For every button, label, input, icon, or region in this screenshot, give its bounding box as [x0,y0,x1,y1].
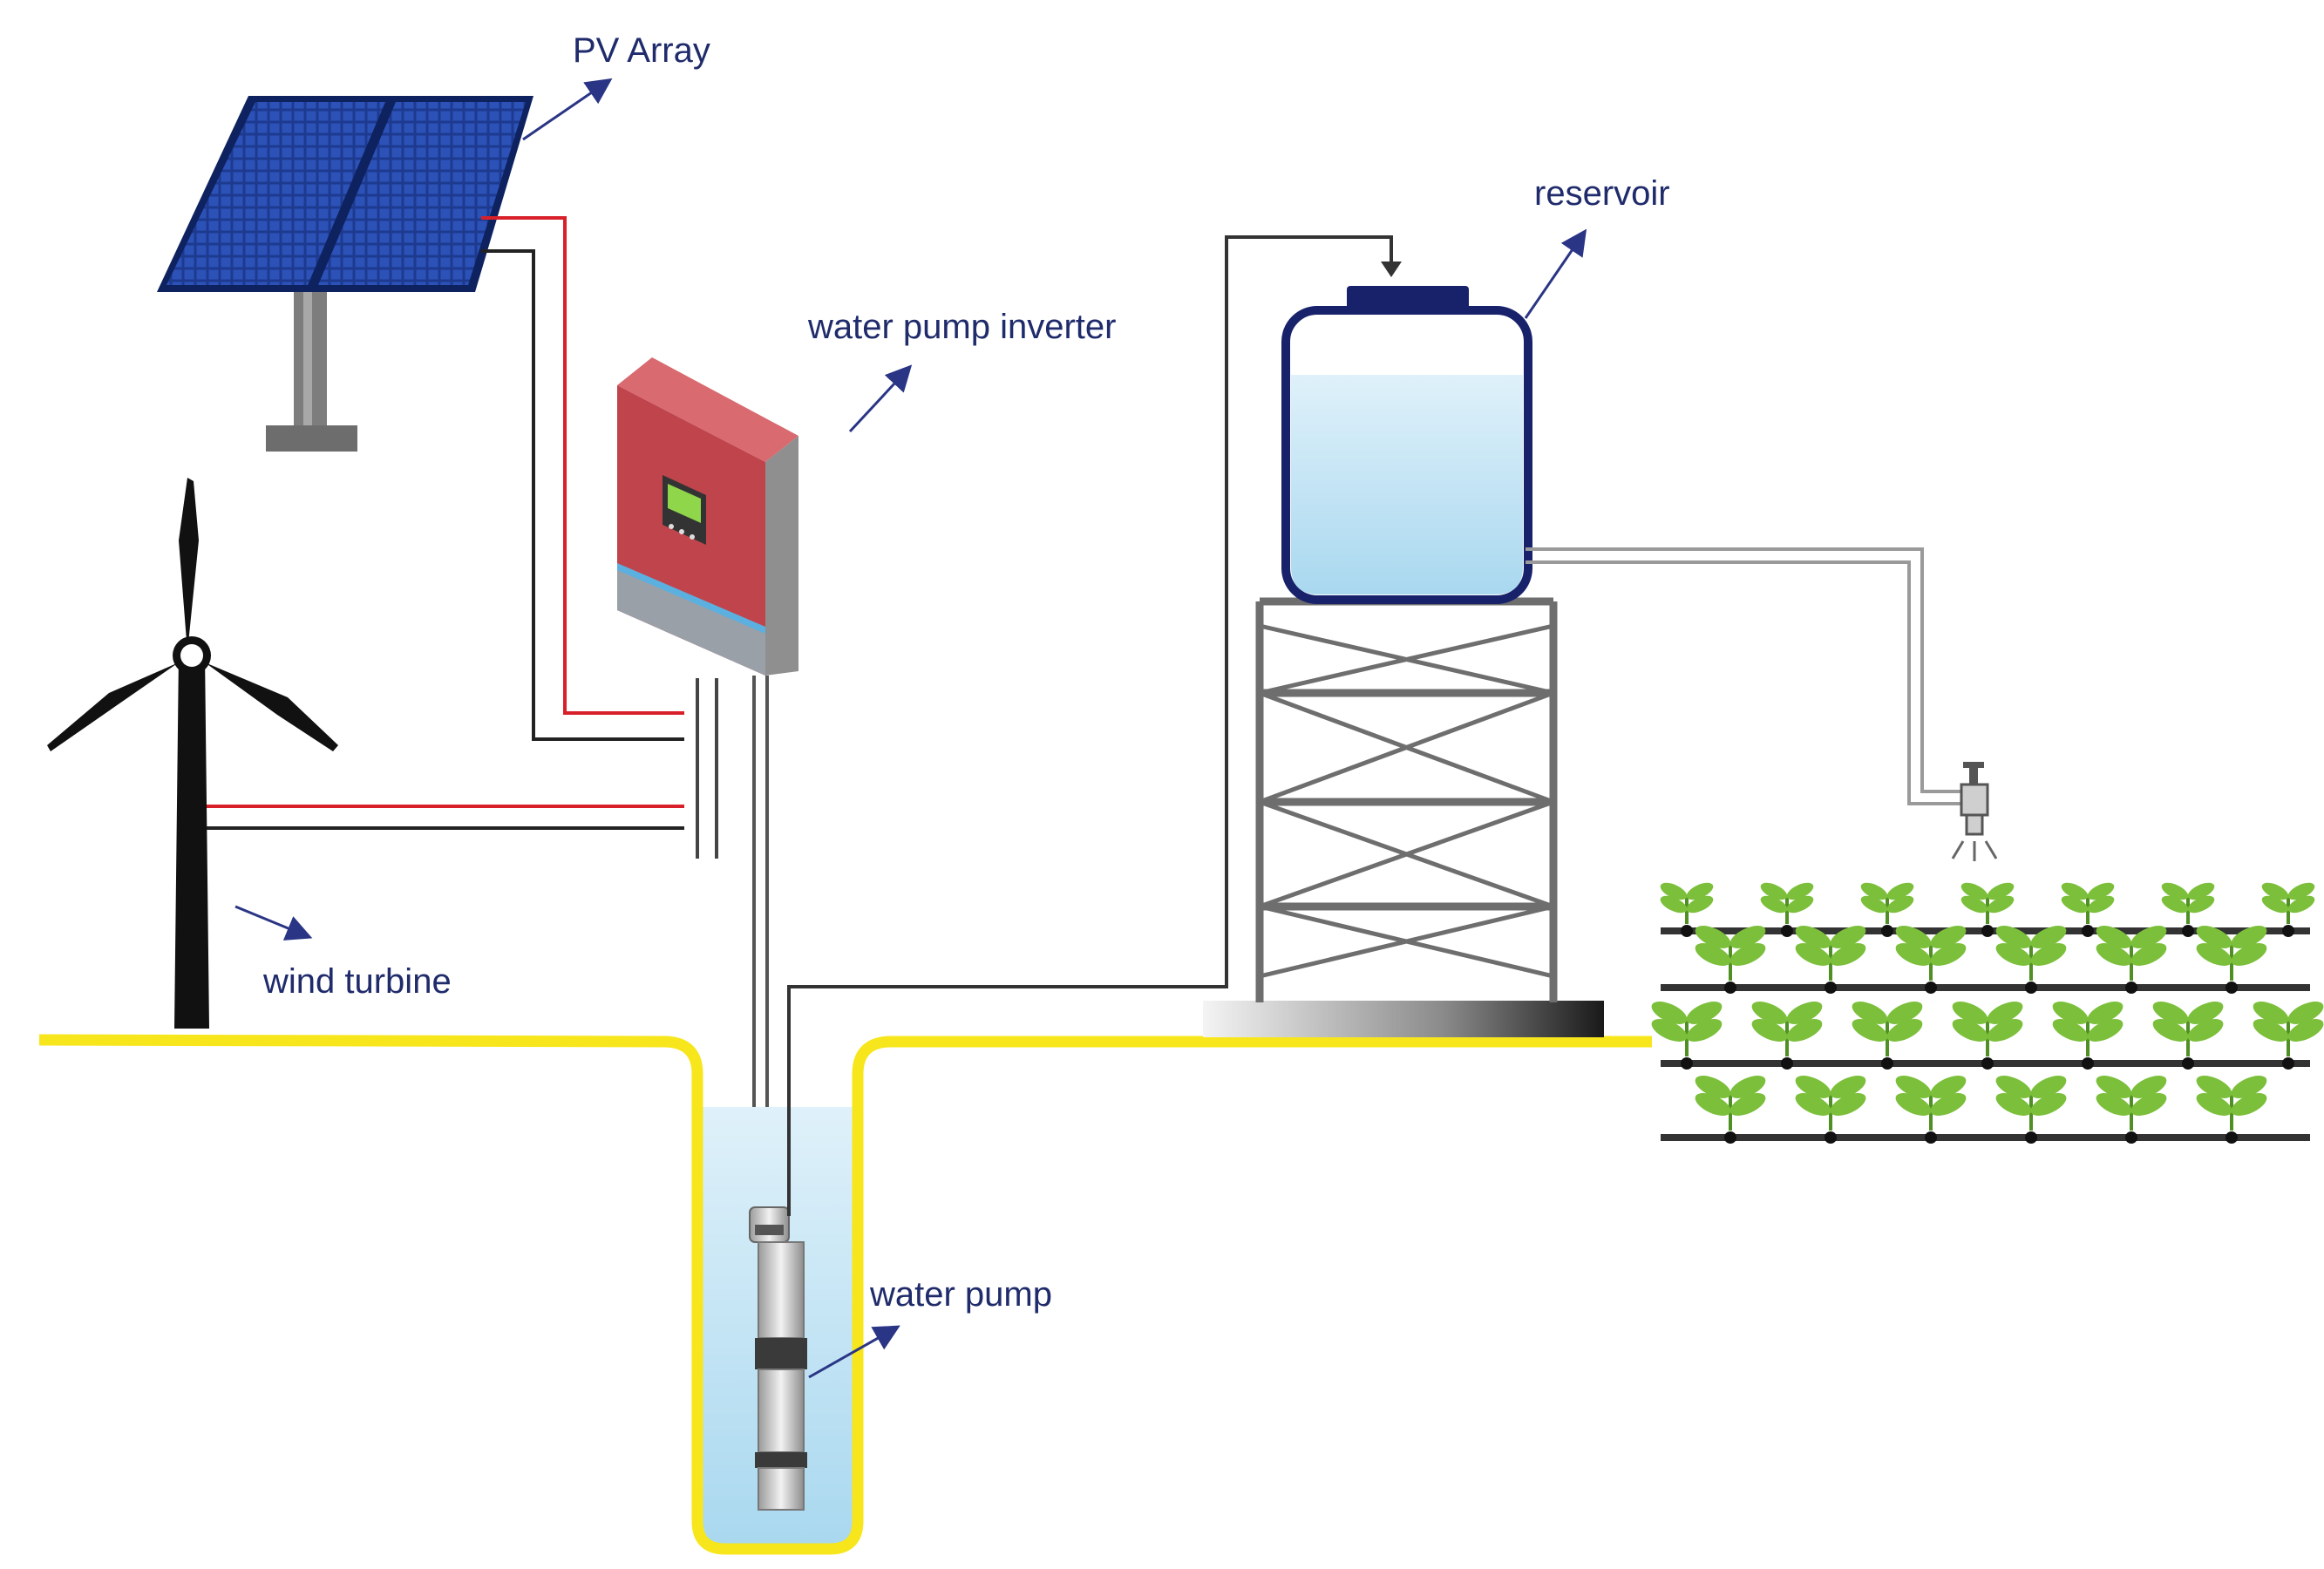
water-tank-icon [1281,286,1532,604]
crop-plant-icon [1695,1076,1766,1144]
reservoir-label: reservoir [1534,174,1670,213]
crop-plant-icon [1695,926,1766,994]
crop-plant-icon [1852,1002,1923,1070]
crop-plant-icon [1995,1076,2067,1144]
crop-plant-icon [1660,882,1714,937]
crop-plant-icon [2261,882,2315,937]
crop-plant-icon [2096,1076,2167,1144]
wind-turbine-label: wind turbine [263,962,452,1001]
crop-plant-icon [2196,926,2267,994]
crop-plant-icon [1795,926,1866,994]
outlet-pipe [787,235,1402,1216]
crop-plant-icon [1860,882,1914,937]
crop-plant-icon [1795,1076,1866,1144]
inverter-label: water pump inverter [808,308,1117,346]
crop-plant-icon [2152,1002,2224,1070]
crop-plant-icon [1952,1002,2023,1070]
crop-plant-icon [1895,926,1967,994]
water-pump-label: water pump [870,1275,1052,1314]
crop-plant-icon [1960,882,2015,937]
crop-plant-icon [1995,926,2067,994]
crop-plant-icon [1651,1002,1723,1070]
crop-field [1651,882,2324,1144]
distribution-pipe [1526,547,1966,805]
crop-plant-icon [2161,882,2215,937]
faucet-icon [1951,762,1998,861]
crop-plant-icon [2061,882,2115,937]
pv-array-label: PV Array [573,31,710,70]
solar-panel-icon [157,96,533,452]
crop-plant-icon [1760,882,1814,937]
wind-turbine-icon [47,478,338,1029]
crop-plant-icon [2096,926,2167,994]
tank-tower [1203,597,1604,1037]
crop-plant-icon [1895,1076,1967,1144]
ground-and-well [38,1034,1652,1555]
crop-plant-icon [2196,1076,2267,1144]
inverter-icon [617,357,798,676]
crop-plant-icon [2052,1002,2124,1070]
crop-plant-icon [1651,882,2324,1144]
submersible-pump-icon [749,1206,807,1511]
crop-plant-icon [1751,1002,1823,1070]
pointer-arrows [234,78,1587,1379]
crop-plant-icon [2253,1002,2324,1070]
